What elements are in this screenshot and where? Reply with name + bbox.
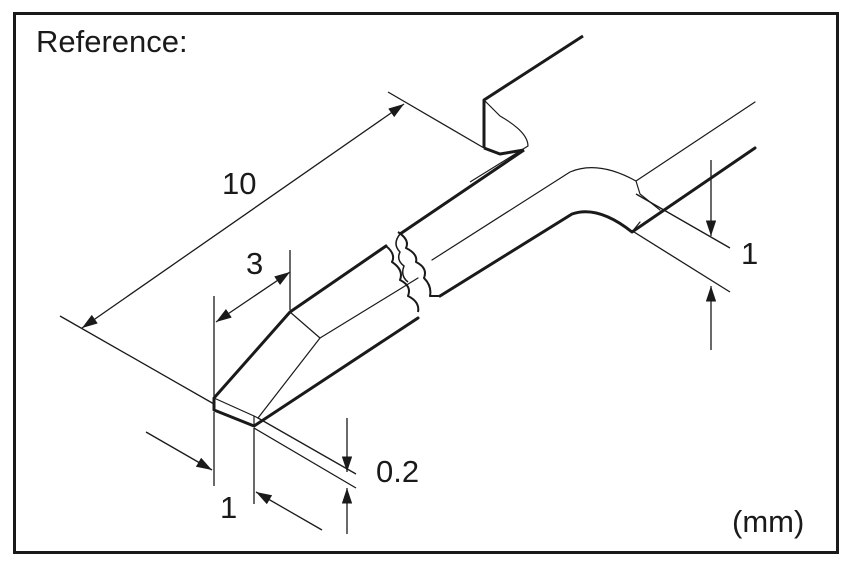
dimension-label-10: 10	[222, 166, 257, 201]
blade-tip	[212, 244, 420, 428]
dimension-label-3: 3	[246, 246, 264, 281]
wire-shaft	[431, 101, 757, 298]
dimension-label-wire-thickness: 1	[741, 236, 759, 271]
dimension-0-2	[253, 417, 357, 534]
dimension-label-tip-thickness: 0.2	[376, 454, 420, 489]
dimension-10	[59, 91, 485, 405]
dimension-label-tip-width: 1	[220, 490, 238, 525]
dimension-3	[213, 250, 291, 396]
dimension-1-bottom	[145, 412, 323, 531]
unit-label: (mm)	[732, 504, 805, 539]
upper-stub	[469, 34, 584, 183]
reference-title: Reference:	[36, 24, 188, 59]
dimension-1-right	[633, 160, 731, 350]
